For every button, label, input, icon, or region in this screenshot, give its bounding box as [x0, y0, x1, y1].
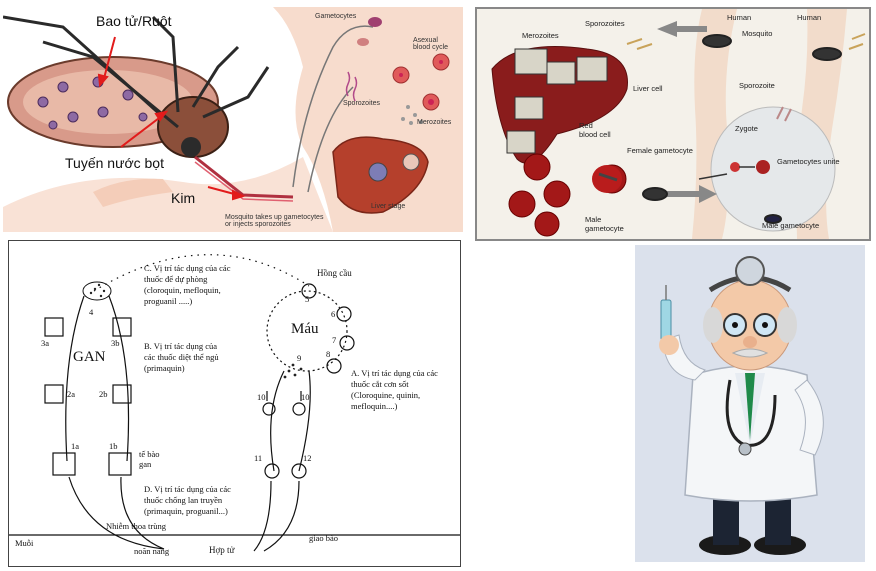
label-kim: Kim — [171, 190, 196, 206]
label-human-1: Human — [727, 13, 752, 22]
stage-8: 8 — [326, 349, 331, 359]
label-human-2: Human — [797, 13, 822, 22]
stage-11: 11 — [254, 453, 263, 463]
label-liver-stage: Liver stage — [371, 203, 406, 210]
panel-life-cycle: Merozoites Sporozoites Human Human Mosqu… — [475, 7, 871, 241]
stage-9: 9 — [297, 353, 302, 363]
label-a-text: A. Vị trí tác dụng của các thuốc cắt cơn… — [351, 368, 438, 411]
label-bao-tu-ruot: Bao tử/Ruột — [96, 13, 172, 29]
stage-3b: 3b — [111, 338, 120, 348]
label-asexual-blood-cycle: Asexual blood cycle — [413, 37, 449, 51]
label-tuyen-nuoc-bot: Tuyến nước bọt — [65, 155, 164, 171]
drug-sites-diagram — [9, 254, 460, 552]
label-female-gametocyte: Female gametocyte — [627, 146, 693, 155]
label-muoi: Muỗi — [15, 538, 34, 548]
label-liver-cell: Liver cell — [633, 84, 663, 93]
label-d-text: D. Vị trí tác dụng của các thuốc chống l… — [144, 484, 231, 516]
label-gametocytes: Gametocytes — [315, 13, 357, 20]
label-hop-tu: Hợp tử — [209, 545, 235, 555]
label-mau: Máu — [291, 321, 319, 337]
stage-12: 12 — [303, 453, 312, 463]
panel-doctor-cartoon — [635, 245, 865, 562]
label-te-bao-gan: tế bào gan — [139, 449, 160, 469]
label-male-gametocyte-1: Male gametocyte — [585, 215, 624, 233]
stage-10a: 10 — [257, 392, 266, 402]
stage-10b: 10 — [301, 392, 310, 402]
label-sporozoites-2: Sporozoites — [585, 19, 625, 28]
stage-3a: 3a — [41, 338, 50, 348]
label-merozoites: Merozoites — [417, 119, 452, 126]
stage-7: 7 — [332, 335, 337, 345]
stage-2b: 2b — [99, 389, 108, 399]
label-nhiem-thoa-trung: Nhiễm thoa trùng — [106, 521, 166, 531]
stage-6: 6 — [331, 309, 336, 319]
label-sporozoite: Sporozoite — [739, 81, 775, 90]
doctor-illustration — [659, 256, 824, 555]
label-zygote: Zygote — [735, 124, 758, 133]
stage-5: 5 — [305, 294, 310, 304]
label-noan-nang: noãn nang — [134, 546, 170, 556]
life-cycle-illustration — [491, 9, 866, 239]
label-hong-cau: Hồng cầu — [317, 268, 352, 278]
label-mosquito-2: Mosquito — [742, 29, 773, 38]
label-red-blood-cell: Red blood cell — [579, 121, 611, 139]
stage-4: 4 — [89, 307, 94, 317]
label-male-gametocyte-2: Male gametocyte — [762, 221, 820, 230]
panel-drug-sites: C. Vị trí tác dụng của các thuốc để dự p… — [8, 240, 461, 567]
label-gametocytes-unite: Gametocytes unite — [777, 157, 840, 166]
label-sporozoites: Sporozoites — [343, 100, 380, 107]
label-b-text: B. Vị trí tác dụng của các thuốc diệt th… — [144, 341, 219, 373]
panel-mosquito-transmission: Bao tử/Ruột Tuyến nước bọt Kim Gametocyt… — [3, 7, 463, 232]
stage-1b: 1b — [109, 441, 118, 451]
mosquito-illustration — [3, 7, 463, 232]
label-merozoites-2: Merozoites — [522, 31, 559, 40]
stage-1a: 1a — [71, 441, 80, 451]
label-gan: GAN — [73, 349, 106, 365]
stage-2a: 2a — [67, 389, 76, 399]
label-giao-bao: giao bào — [309, 533, 339, 543]
label-c-text: C. Vị trí tác dụng của các thuốc để dự p… — [144, 263, 231, 306]
caption-mosquito: Mosquito takes up gametocytes or injects… — [225, 214, 324, 228]
